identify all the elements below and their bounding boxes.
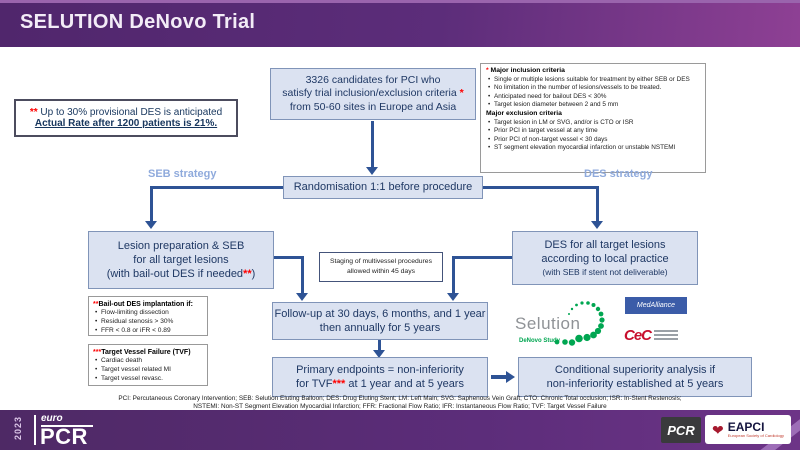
seb-strategy-label: SEB strategy bbox=[148, 168, 217, 180]
provisional-des-note: ** Up to 30% provisional DES is anticipa… bbox=[14, 99, 238, 137]
cerc-logo-text: CeC bbox=[624, 326, 652, 344]
exclusion-item: Target lesion in LM or SVG, and/or is CT… bbox=[486, 119, 700, 128]
arrow-right-icon bbox=[506, 371, 515, 383]
cerc-logo-lines bbox=[654, 330, 679, 340]
connector-line bbox=[483, 186, 599, 189]
inclusion-item: Single or multiple lesions suitable for … bbox=[486, 76, 700, 85]
europcr-logo: 2023 euro PCR bbox=[12, 413, 102, 449]
bailout-item: FFR < 0.8 or iFR < 0.89 bbox=[93, 327, 203, 336]
candidates-box: 3326 candidates for PCI who satisfy tria… bbox=[270, 68, 476, 120]
seb-line1: Lesion preparation & SEB bbox=[117, 239, 245, 252]
footnote-line2: NSTEMI: Non-ST Segment Elevation Myocard… bbox=[193, 402, 607, 410]
randomisation-box: Randomisation 1:1 before procedure bbox=[283, 176, 483, 199]
europcr-pcr-text: PCR bbox=[40, 424, 88, 449]
europcr-separator bbox=[34, 415, 36, 445]
primary-line1: Primary endpoints = non-inferiority bbox=[296, 363, 464, 376]
europcr-year: 2023 bbox=[13, 415, 24, 441]
page-title: SELUTION DeNovo Trial bbox=[20, 11, 256, 33]
eapci-name: EAPCI bbox=[727, 420, 765, 434]
arrow-down-icon bbox=[366, 167, 378, 175]
inclusion-item: Anticipated need for bailout DES < 30% bbox=[486, 93, 700, 102]
cerc-logo: CeC bbox=[624, 319, 696, 351]
bailout-item: Flow-limiting dissection bbox=[93, 309, 203, 318]
exclusion-item: ST segment elevation myocardial infarcti… bbox=[486, 144, 700, 153]
candidates-line3: from 50-60 sites in Europe and Asia bbox=[289, 100, 457, 113]
bailout-item: Residual stenosis > 30% bbox=[93, 318, 203, 327]
conditional-line2: non-inferiority established at 5 years bbox=[546, 378, 724, 390]
header-bar: SELUTION DeNovo Trial bbox=[0, 0, 800, 47]
connector-line bbox=[452, 256, 512, 259]
des-line1: DES for all target lesions bbox=[544, 239, 666, 252]
bailout-title: **Bail-out DES implantation if: bbox=[93, 301, 193, 308]
eapci-badge: ❤ EAPCI European Society of Cardiology bbox=[705, 415, 791, 444]
seb-line2: for all target lesions bbox=[133, 253, 229, 266]
abbreviations-footnote: PCI: Percutaneous Coronary Intervention;… bbox=[10, 395, 790, 410]
selution-dots-icon bbox=[554, 301, 605, 346]
connector-line bbox=[150, 186, 153, 222]
connector-line bbox=[371, 121, 374, 168]
tvf-item: Cardiac death bbox=[93, 357, 203, 366]
selution-logo-subtext: DeNovo Study bbox=[519, 338, 561, 344]
arrow-down-icon bbox=[373, 350, 385, 358]
des-arm-box: DES for all target lesions according to … bbox=[512, 231, 698, 285]
inclusion-item: No limitation in the number of lesions/v… bbox=[486, 84, 700, 93]
note-line2: Actual Rate after 1200 patients is 21%. bbox=[34, 118, 218, 129]
followup-line2: then annually for 5 years bbox=[319, 322, 441, 334]
inclusion-item: Target lesion diameter between 2 and 5 m… bbox=[486, 101, 700, 110]
exclusion-item: Prior PCI of non-target vessel < 30 days bbox=[486, 136, 700, 145]
conditional-superiority-box: Conditional superiority analysis if non-… bbox=[518, 357, 752, 397]
medalliance-logo: MedAlliance bbox=[625, 297, 687, 314]
des-line3: (with SEB if stent not deliverable) bbox=[542, 266, 668, 277]
pcr-badge: PCR bbox=[661, 417, 701, 443]
conditional-line1: Conditional superiority analysis if bbox=[554, 363, 716, 376]
eapci-subtext: European Society of Cardiology bbox=[727, 433, 784, 438]
exclusion-item: Prior PCI in target vessel at any time bbox=[486, 127, 700, 136]
tvf-item: Target vessel revasc. bbox=[93, 375, 203, 384]
staging-line1: Staging of multivessel procedures bbox=[329, 258, 432, 266]
connector-line bbox=[274, 256, 304, 259]
primary-line2: for TVF*** at 1 year and at 5 years bbox=[296, 378, 464, 390]
primary-endpoints-box: Primary endpoints = non-inferiority for … bbox=[272, 357, 488, 397]
followup-line1: Follow-up at 30 days, 6 months, and 1 ye… bbox=[274, 307, 486, 320]
des-line2: according to local practice bbox=[541, 253, 669, 266]
seb-arm-box: Lesion preparation & SEB for all target … bbox=[88, 231, 274, 289]
arrow-down-icon bbox=[145, 221, 157, 229]
connector-line bbox=[491, 375, 507, 379]
tvf-item: Target vessel related MI bbox=[93, 366, 203, 375]
followup-box: Follow-up at 30 days, 6 months, and 1 ye… bbox=[272, 302, 488, 340]
connector-line bbox=[378, 340, 381, 351]
des-strategy-label: DES strategy bbox=[584, 168, 653, 180]
criteria-box: * Major inclusion criteria Single or mul… bbox=[480, 63, 706, 173]
connector-line bbox=[452, 256, 455, 294]
tvf-definition-box: ***Target Vessel Failure (TVF) Cardiac d… bbox=[88, 344, 208, 386]
arrow-down-icon bbox=[591, 221, 603, 229]
selution-logo-text: Selution bbox=[515, 314, 581, 333]
footnote-line1: PCI: Percutaneous Coronary Intervention;… bbox=[118, 395, 682, 402]
bailout-criteria-box: **Bail-out DES implantation if: Flow-lim… bbox=[88, 296, 208, 336]
seb-line3: (with bail-out DES if needed**) bbox=[106, 268, 256, 281]
arrow-down-icon bbox=[296, 293, 308, 301]
randomisation-label: Randomisation 1:1 before procedure bbox=[293, 181, 473, 194]
selution-denovo-logo: Selution DeNovo Study bbox=[513, 296, 621, 352]
connector-line bbox=[150, 186, 283, 189]
inclusion-title: * Major inclusion criteria bbox=[486, 67, 565, 74]
tvf-title: ***Target Vessel Failure (TVF) bbox=[93, 349, 191, 356]
note-line1: ** Up to 30% provisional DES is anticipa… bbox=[29, 107, 223, 118]
eapci-text-block: EAPCI European Society of Cardiology bbox=[728, 421, 784, 438]
candidates-line1: 3326 candidates for PCI who bbox=[305, 73, 441, 86]
connector-line bbox=[301, 256, 304, 294]
staging-line2: allowed within 45 days bbox=[346, 268, 415, 275]
candidates-line2: satisfy trial inclusion/exclusion criter… bbox=[282, 87, 464, 100]
heart-icon: ❤ bbox=[712, 421, 724, 438]
connector-line bbox=[596, 186, 599, 222]
europcr-rule bbox=[41, 425, 93, 427]
europcr-euro-text: euro bbox=[41, 413, 63, 424]
arrow-down-icon bbox=[447, 293, 459, 301]
staging-box: Staging of multivessel procedures allowe… bbox=[319, 252, 443, 282]
exclusion-title: Major exclusion criteria bbox=[486, 109, 562, 117]
